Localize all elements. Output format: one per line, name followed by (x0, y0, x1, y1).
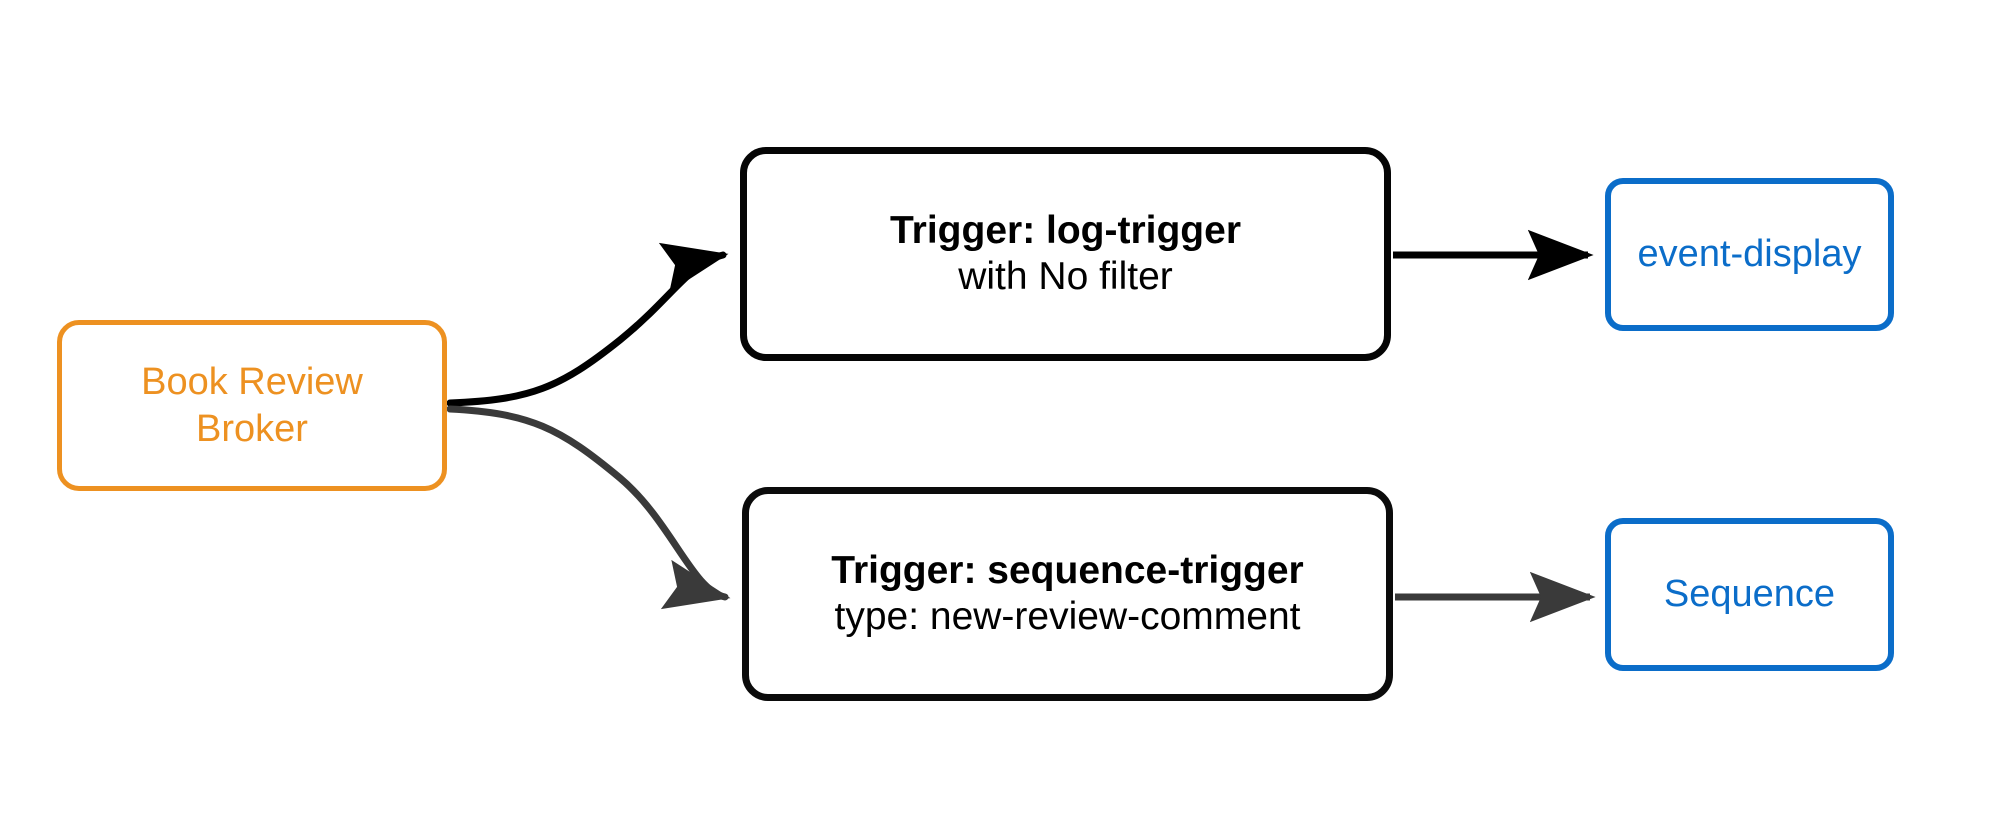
node-sequence[interactable]: Sequence (1605, 518, 1894, 671)
edge-broker-to-sequence-trigger (446, 405, 731, 610)
broker-label-line-1: Book Review (141, 361, 363, 404)
node-book-review-broker[interactable]: Book Review Broker (57, 320, 447, 491)
node-trigger-sequence-trigger[interactable]: Trigger: sequence-trigger type: new-revi… (742, 487, 1393, 701)
trigger-title: Trigger: log-trigger (890, 208, 1241, 252)
sink-label: Sequence (1663, 573, 1836, 615)
node-event-display[interactable]: event-display (1605, 178, 1894, 331)
sink-label: event-display (1637, 233, 1862, 275)
edge-broker-to-log-trigger (446, 242, 729, 407)
trigger-subtitle: type: new-review-comment (834, 595, 1301, 638)
node-trigger-log-trigger[interactable]: Trigger: log-trigger with No filter (740, 147, 1391, 361)
trigger-title: Trigger: sequence-trigger (831, 548, 1304, 592)
trigger-subtitle: with No filter (958, 255, 1173, 298)
broker-label-line-2: Broker (196, 407, 308, 450)
